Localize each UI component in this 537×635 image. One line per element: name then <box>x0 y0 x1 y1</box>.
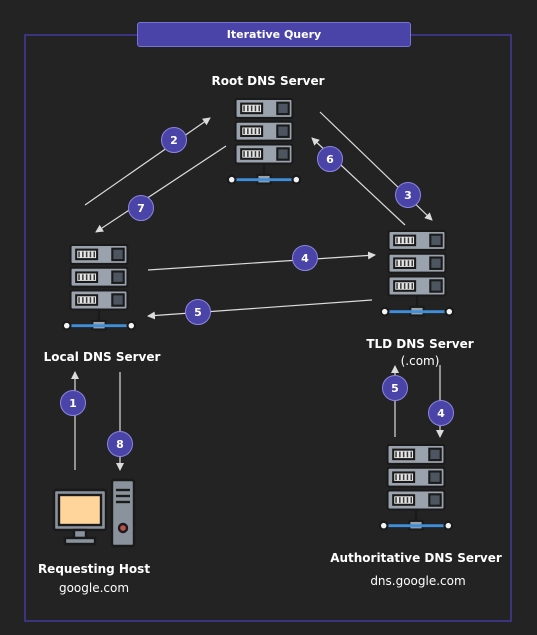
root-server-icon <box>222 97 306 192</box>
arrow-step-7 <box>95 145 227 233</box>
arrow-step-4-local-to-tld <box>147 251 376 271</box>
authoritative-server-sublabel: dns.google.com <box>370 574 466 588</box>
step-badge-4-local-to-tld: 4 <box>292 245 318 271</box>
authoritative-server-icon <box>374 443 458 538</box>
step-badge-8: 8 <box>107 431 133 457</box>
step-badge-6: 6 <box>317 146 343 172</box>
step-badge-7: 7 <box>128 195 154 221</box>
tld-server-icon <box>375 229 459 324</box>
root-server-label: Root DNS Server <box>211 74 325 88</box>
local-server-label: Local DNS Server <box>43 350 161 364</box>
step-badge-3: 3 <box>395 182 421 208</box>
arrow-step-2 <box>84 117 211 206</box>
host-sublabel: google.com <box>58 581 130 595</box>
tld-server-label: TLD DNS Server <box>366 337 474 351</box>
step-badge-5-tld-to-local: 5 <box>185 299 211 325</box>
authoritative-server-label: Authoritative DNS Server <box>330 551 502 565</box>
tld-server-sublabel: (.com) <box>400 354 440 368</box>
step-badge-5-auth-to-tld: 5 <box>382 375 408 401</box>
arrow-step-5-tld-to-local <box>147 299 373 320</box>
diagram-title: Iterative Query <box>137 22 411 47</box>
computer-icon <box>52 478 136 548</box>
host-label: Requesting Host <box>37 562 151 576</box>
step-badge-2: 2 <box>161 127 187 153</box>
local-server-icon <box>57 243 141 338</box>
step-badge-4-tld-to-auth: 4 <box>428 400 454 426</box>
step-badge-1: 1 <box>60 390 86 416</box>
